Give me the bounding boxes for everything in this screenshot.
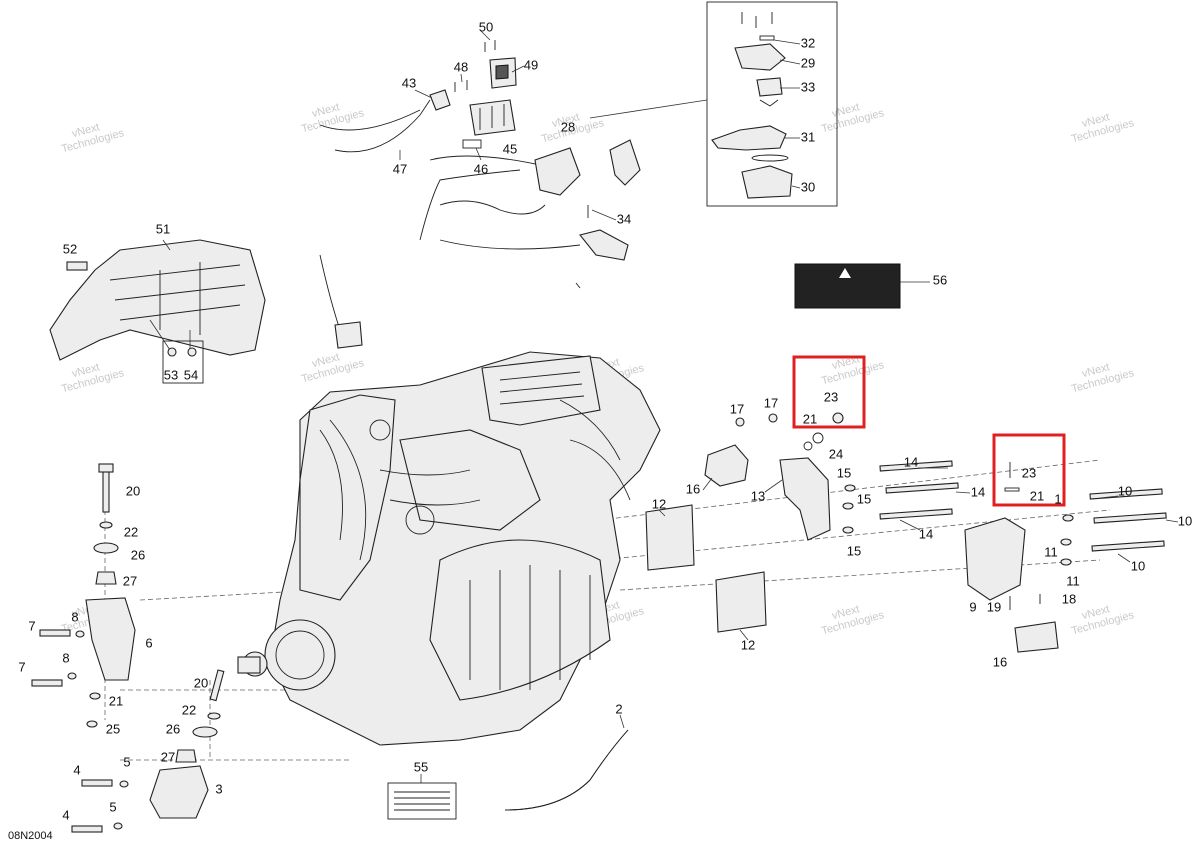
callout-25: 25	[106, 721, 120, 736]
callout-23: 23	[1022, 465, 1036, 480]
callout-10: 10	[1118, 483, 1132, 498]
callout-21: 21	[803, 411, 817, 426]
callout-6: 6	[145, 635, 152, 650]
callout-22: 22	[182, 702, 196, 717]
callout-23: 23	[824, 389, 838, 404]
callout-8: 8	[62, 650, 69, 665]
callout-24: 24	[829, 446, 843, 461]
left-mount-parts	[31, 463, 225, 833]
callout-27: 27	[161, 749, 175, 764]
callout-29: 29	[801, 55, 815, 70]
callout-19: 19	[987, 599, 1001, 614]
decal-56	[794, 263, 930, 309]
highlight-box-23-21-right	[992, 433, 1066, 507]
leader-lines	[162, 29, 1179, 641]
inset-box-28	[589, 1, 838, 207]
diagram-code: 08N2004	[8, 830, 53, 842]
callout-14: 14	[971, 484, 985, 499]
callout-21: 21	[109, 693, 123, 708]
callout-13: 13	[751, 488, 765, 503]
callout-45: 45	[503, 141, 517, 156]
callout-15: 15	[847, 543, 861, 558]
callout-53: 53	[164, 367, 178, 382]
callout-26: 26	[166, 721, 180, 736]
callout-34: 34	[617, 211, 631, 226]
callout-7: 7	[18, 659, 25, 674]
engine-assembly	[237, 351, 661, 746]
callout-11: 11	[1066, 573, 1080, 588]
callout-3: 3	[215, 781, 222, 796]
callout-18: 18	[1062, 591, 1076, 606]
callout-47: 47	[393, 161, 407, 176]
callout-52: 52	[63, 241, 77, 256]
callout-17: 17	[764, 395, 778, 410]
bracket-51	[49, 239, 266, 384]
callout-26: 26	[131, 547, 145, 562]
callout-15: 15	[857, 491, 871, 506]
callout-9: 9	[969, 599, 976, 614]
callout-32: 32	[801, 35, 815, 50]
callout-16: 16	[993, 654, 1007, 669]
callout-4: 4	[62, 807, 69, 822]
callout-14: 14	[919, 526, 933, 541]
decal-55	[387, 774, 457, 820]
callout-5: 5	[123, 754, 130, 769]
hose-2	[504, 714, 629, 811]
callout-48: 48	[454, 59, 468, 74]
callout-10: 10	[1131, 558, 1145, 573]
callout-17: 17	[730, 401, 744, 416]
callout-16: 16	[686, 481, 700, 496]
callout-20: 20	[194, 675, 208, 690]
callout-55: 55	[414, 759, 428, 774]
callout-7: 7	[28, 618, 35, 633]
callout-49: 49	[524, 57, 538, 72]
callout-50: 50	[479, 19, 493, 34]
hoses-and-wiring	[319, 89, 581, 349]
callout-28: 28	[561, 119, 575, 134]
right-mount-parts	[645, 412, 1167, 653]
callout-33: 33	[801, 79, 815, 94]
callout-56: 56	[933, 272, 947, 287]
callout-14: 14	[904, 454, 918, 469]
throttle-cable-parts	[454, 40, 641, 289]
callout-31: 31	[801, 129, 815, 144]
callout-15: 15	[837, 465, 851, 480]
callout-43: 43	[402, 75, 416, 90]
callout-4: 4	[73, 762, 80, 777]
highlight-box-23-21-upper	[792, 355, 866, 429]
callout-46: 46	[474, 161, 488, 176]
callout-12: 12	[652, 496, 666, 511]
callout-51: 51	[156, 221, 170, 236]
callout-12: 12	[741, 637, 755, 652]
callout-5: 5	[109, 799, 116, 814]
callout-11: 11	[1044, 544, 1058, 559]
callout-21: 21	[1030, 488, 1044, 503]
callout-22: 22	[124, 524, 138, 539]
callout-27: 27	[123, 573, 137, 588]
callout-30: 30	[801, 179, 815, 194]
callout-2: 2	[615, 701, 622, 716]
callout-20: 20	[126, 483, 140, 498]
callout-8: 8	[71, 609, 78, 624]
callout-1: 1	[1054, 491, 1061, 506]
callout-54: 54	[184, 367, 198, 382]
callout-10: 10	[1178, 513, 1192, 528]
